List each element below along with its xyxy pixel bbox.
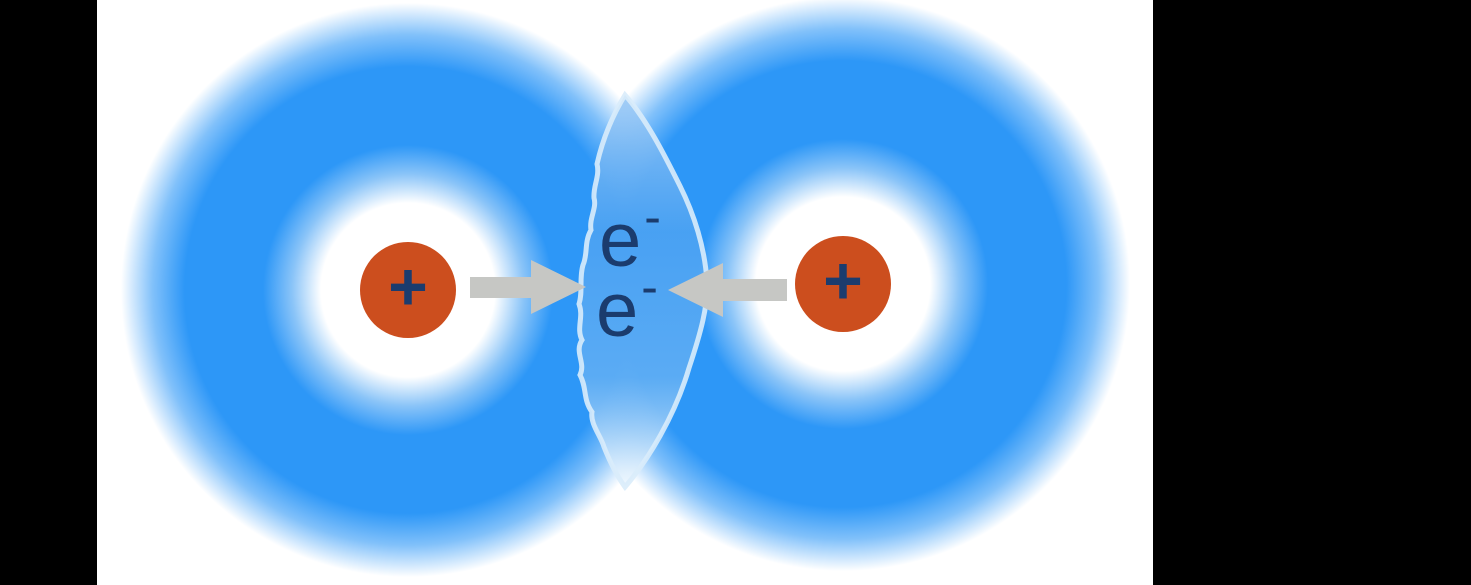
shared-electron-label-1: e-	[599, 192, 661, 279]
electron-symbol: e	[596, 268, 639, 353]
diagram-canvas: + + e- e-	[97, 0, 1153, 585]
overlay-shapes	[470, 90, 787, 492]
letterbox-right	[1153, 0, 1471, 585]
arrow-right-icon	[470, 260, 586, 314]
shared-electron-label-2: e-	[596, 262, 658, 349]
electron-charge-superscript: -	[644, 189, 661, 245]
nucleus-right-icon: +	[795, 236, 891, 332]
nucleus-left-icon: +	[360, 242, 456, 338]
letterbox-left	[0, 0, 97, 585]
plus-icon: +	[823, 243, 863, 319]
electron-charge-superscript: -	[641, 259, 658, 315]
plus-icon: +	[388, 249, 428, 325]
electron-symbol: e	[599, 198, 642, 283]
arrow-left-icon	[668, 263, 787, 317]
